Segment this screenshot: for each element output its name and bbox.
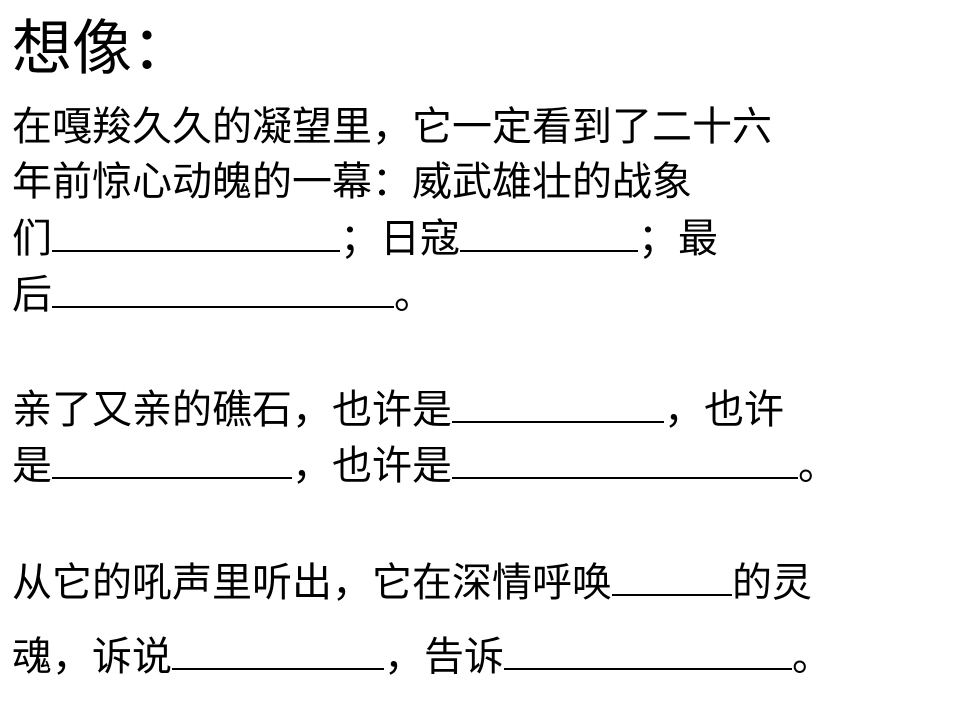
paragraph2-text-2a: 是: [12, 443, 52, 489]
paragraph3-text-1a: 从它的吼声里听出，它在深情呼唤: [12, 560, 612, 606]
paragraph1-text-1: 在嘎羧久久的凝望里，它一定看到了二十六: [12, 104, 772, 150]
fill-blank-tells[interactable]: [172, 632, 384, 670]
fill-blank-elephants[interactable]: [52, 214, 340, 252]
paragraph1-line1: 在嘎羧久久的凝望里，它一定看到了二十六: [12, 103, 772, 151]
paragraph3-text-1b: 的灵: [732, 560, 812, 606]
paragraph3-text-2a: 魂，诉说: [12, 634, 172, 680]
paragraph2-text-1a: 亲了又亲的礁石，也许是: [12, 387, 452, 433]
fill-blank-finally[interactable]: [52, 270, 394, 308]
paragraph3-text-2b: ，告诉: [384, 634, 504, 680]
paragraph1-text-3c: ；最: [638, 216, 718, 262]
paragraph3-line2: 魂，诉说 ，告诉 。: [12, 632, 832, 681]
page-title: 想像：: [12, 14, 192, 84]
paragraph1-text-3b: ；日寇: [340, 216, 460, 262]
paragraph1-line2: 年前惊心动魄的一幕：威武雄壮的战象: [12, 158, 692, 206]
paragraph1-line4: 后。: [12, 270, 434, 319]
paragraph1-text-4a: 后: [12, 272, 52, 318]
paragraph1-line3: 们 ；日寇 ；最: [12, 214, 718, 263]
fill-blank-maybe-2[interactable]: [52, 441, 292, 479]
paragraph2-line1: 亲了又亲的礁石，也许是 ，也许: [12, 385, 784, 434]
fill-blank-souls[interactable]: [612, 558, 732, 596]
paragraph2-text-2b: ，也许是: [292, 443, 452, 489]
paragraph3-text-2c: 。: [792, 634, 832, 680]
paragraph1-text-4b: 。: [394, 272, 434, 318]
paragraph1-text-2: 年前惊心动魄的一幕：威武雄壮的战象: [12, 159, 692, 205]
paragraph2-line2: 是 ，也许是 。: [12, 441, 838, 490]
fill-blank-maybe-1[interactable]: [452, 385, 664, 423]
fill-blank-maybe-3[interactable]: [452, 441, 798, 479]
paragraph2-text-1b: ，也许: [664, 387, 784, 433]
paragraph1-text-3a: 们: [12, 216, 52, 262]
fill-blank-invaders[interactable]: [460, 214, 638, 252]
paragraph2-text-2c: 。: [798, 443, 838, 489]
fill-blank-informs[interactable]: [504, 632, 792, 670]
paragraph3-line1: 从它的吼声里听出，它在深情呼唤 的灵: [12, 558, 812, 607]
